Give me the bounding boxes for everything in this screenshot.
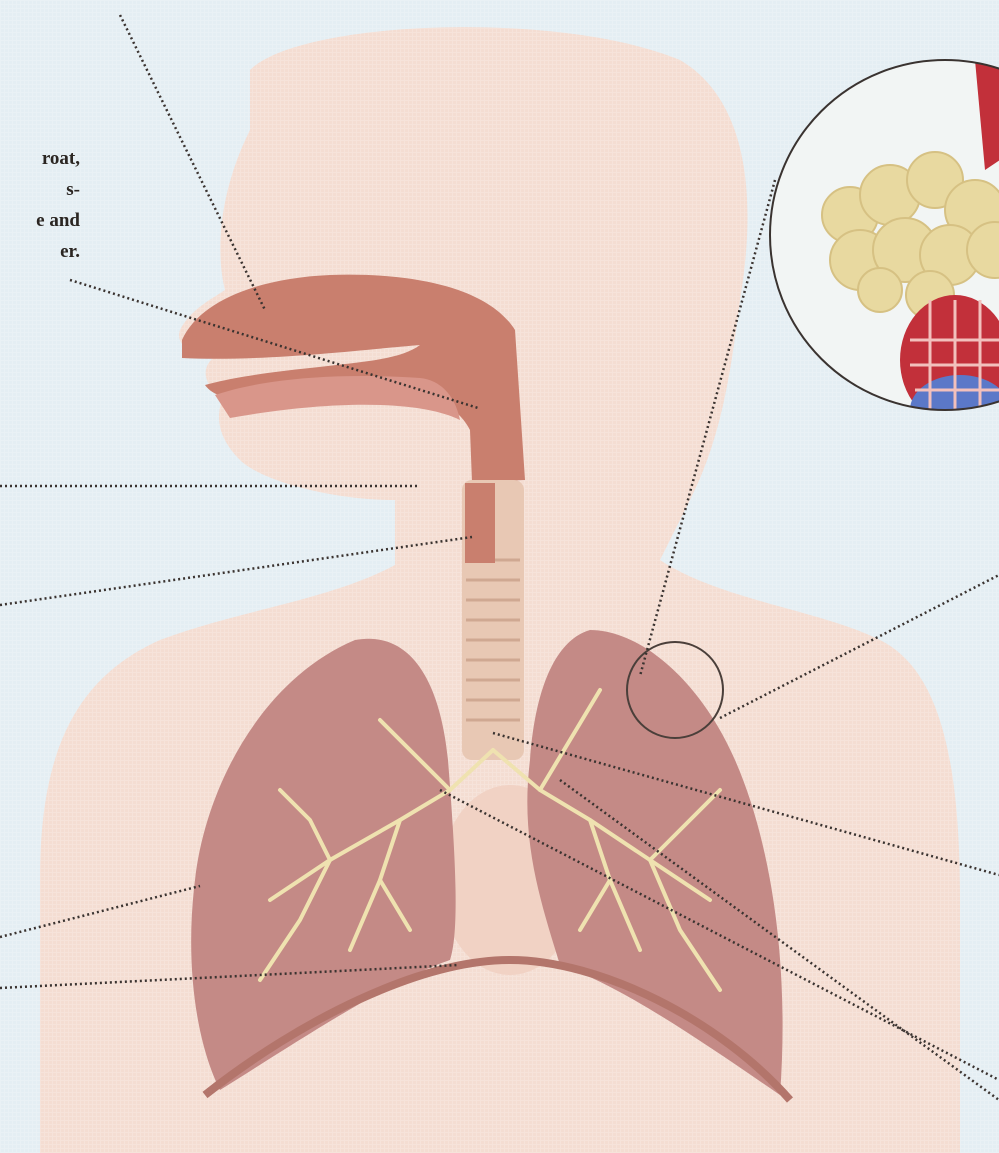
caption-line-1: roat, <box>0 143 80 174</box>
caption-line-2: s- <box>0 174 80 205</box>
larynx <box>465 483 495 563</box>
caption-line-3: e and <box>0 205 80 236</box>
caption-line-4: er. <box>0 236 80 267</box>
caption-fragment: roat, s- e and er. <box>0 143 80 267</box>
